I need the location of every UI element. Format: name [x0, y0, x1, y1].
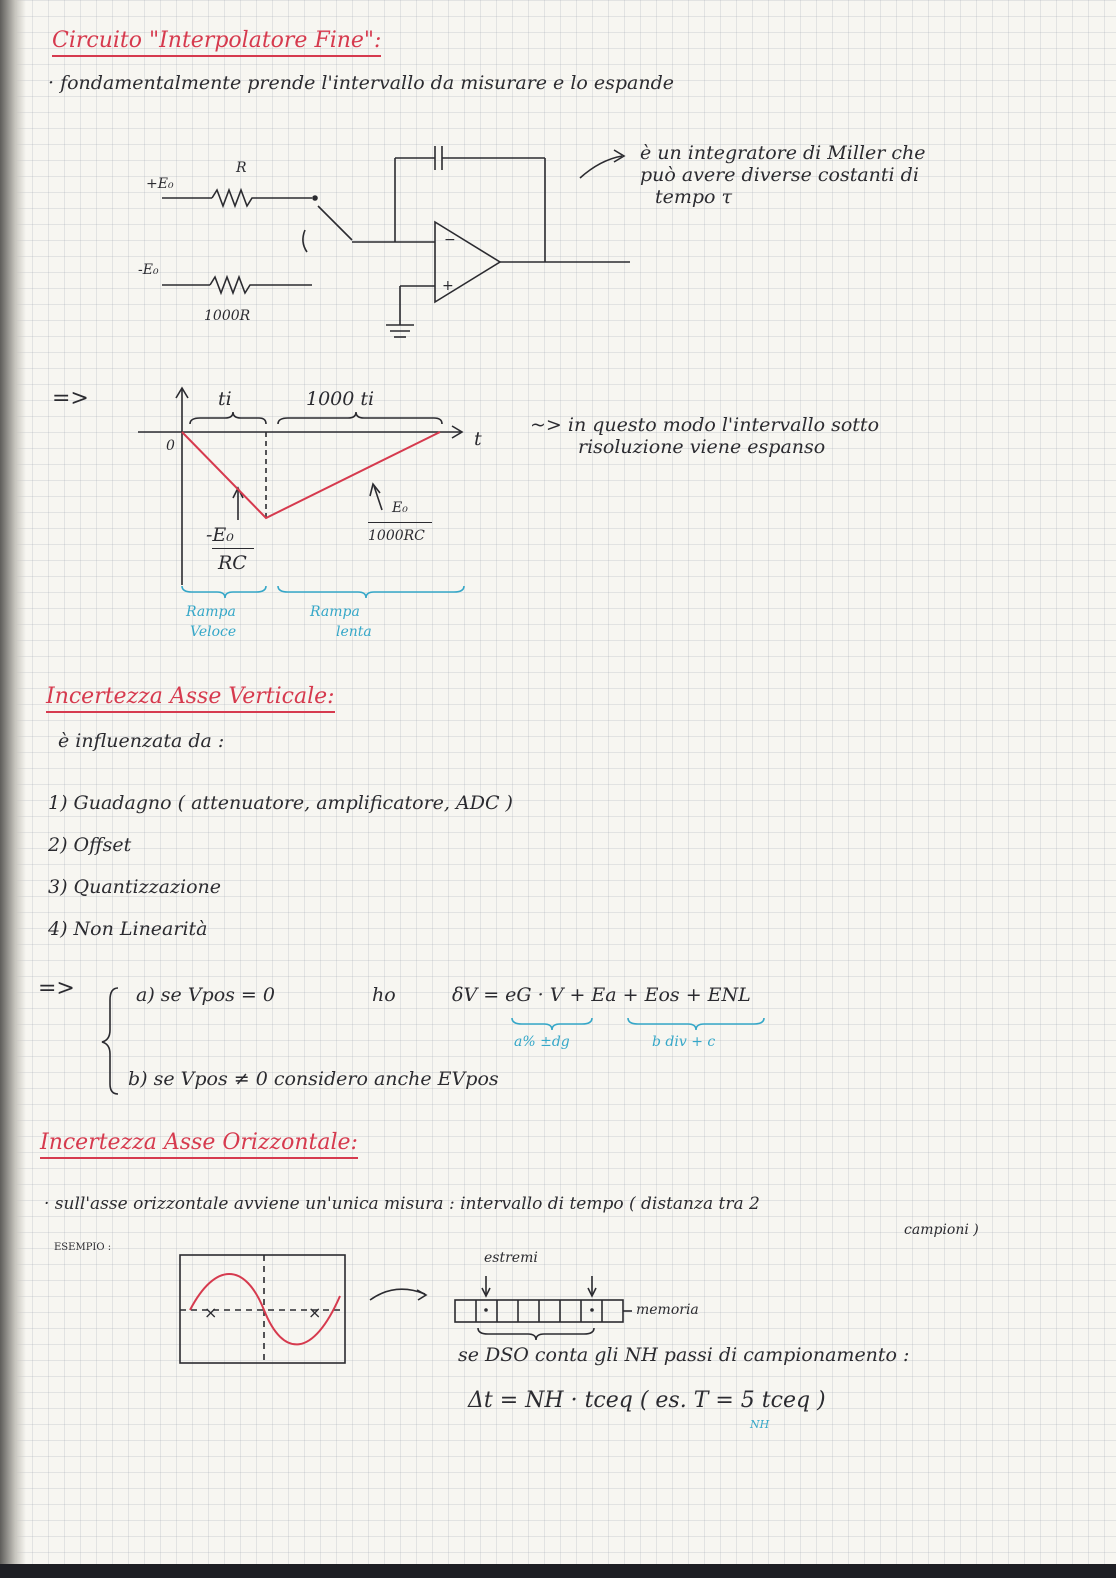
section-title-interpolatore: Circuito "Interpolatore Fine":	[52, 28, 382, 57]
slope-fast-den: RC	[218, 552, 247, 574]
factor-item-4: 4) Non Linearità	[48, 918, 208, 940]
example-label: ESEMPIO :	[54, 1242, 112, 1253]
slope-slow-bar	[368, 522, 432, 523]
case-arrow: =>	[38, 976, 75, 1001]
case-a-ho: ho	[372, 984, 396, 1006]
slope-slow-num: E₀	[392, 500, 408, 516]
slope-fast-num: -E₀	[206, 524, 234, 546]
miller-note-1: è un integratore di Miller che	[640, 142, 926, 164]
case-b: b) se Vpos ≠ 0 considero anche EVpos	[128, 1068, 499, 1090]
case-brace	[101, 987, 119, 1095]
graph-axis-t: t	[474, 428, 482, 450]
ramp-line	[181, 431, 441, 520]
circuit-diagram	[162, 146, 630, 338]
case-a-formula: δV = eG · V + Ea + Eos + ENL	[452, 984, 751, 1006]
horizontal-line-1-cont: campioni )	[904, 1222, 979, 1238]
resistor-r-label: R	[236, 160, 247, 176]
ramp-slow-2: lenta	[336, 624, 372, 640]
scope-cross-right: ×	[308, 1303, 321, 1322]
graph-origin: 0	[166, 438, 175, 454]
graph-1000ti-label: 1000 ti	[306, 388, 375, 410]
factor-item-1: 1) Guadagno ( attenuatore, amplificatore…	[48, 792, 513, 814]
slope-slow-den: 1000RC	[368, 528, 425, 544]
extremes-label: estremi	[484, 1250, 538, 1266]
opamp-minus: −	[444, 232, 456, 248]
dso-line: se DSO conta gli NH passi di campionamen…	[458, 1344, 910, 1366]
case-a-note-1: a% ±dg	[514, 1034, 570, 1050]
source-plus-label: +E₀	[146, 176, 174, 192]
expand-note-2: risoluzione viene espanso	[578, 436, 826, 458]
resistor-1000r-label: 1000R	[204, 308, 251, 324]
scope-cross-left: ×	[204, 1303, 217, 1322]
graph-ti-label: ti	[218, 388, 232, 410]
case-a-note-2: b div + c	[652, 1034, 716, 1050]
dt-formula-note: NH	[750, 1418, 770, 1431]
page-left-edge	[0, 0, 26, 1578]
ramp-fast-1: Rampa	[186, 604, 236, 620]
case-a-label: a) se Vpos = 0	[136, 984, 275, 1006]
horizontal-line-1: · sull'asse orizzontale avviene un'unica…	[44, 1194, 760, 1214]
memory-label: memoria	[636, 1302, 699, 1318]
graph-arrow: =>	[52, 386, 89, 411]
ramp-slow-1: Rampa	[310, 604, 360, 620]
miller-note-2: può avere diverse costanti di	[640, 164, 919, 186]
slope-fast-bar	[212, 548, 254, 549]
factor-item-2: 2) Offset	[48, 834, 132, 856]
source-minus-label: -E₀	[138, 262, 159, 278]
expand-note-1: ~> in questo modo l'intervallo sotto	[530, 414, 880, 436]
scope-screen	[179, 1254, 632, 1364]
ramp-fast-2: Veloce	[190, 624, 237, 640]
factor-item-3: 3) Quantizzazione	[48, 876, 221, 898]
miller-note-3: tempo τ	[655, 186, 733, 208]
section-title-vertical: Incertezza Asse Verticale:	[46, 684, 335, 713]
opamp-plus: +	[442, 278, 454, 294]
section-title-horizontal: Incertezza Asse Orizzontale:	[40, 1130, 358, 1159]
page-bottom-edge	[0, 1564, 1116, 1578]
ramp-graph	[138, 386, 465, 599]
intro-line: · fondamentalmente prende l'intervallo d…	[48, 72, 675, 94]
vertical-intro: è influenzata da :	[58, 730, 225, 752]
scope-sine	[189, 1273, 341, 1346]
dt-formula: Δt = NH · tceq ( es. T = 5 tceq )	[468, 1388, 826, 1413]
